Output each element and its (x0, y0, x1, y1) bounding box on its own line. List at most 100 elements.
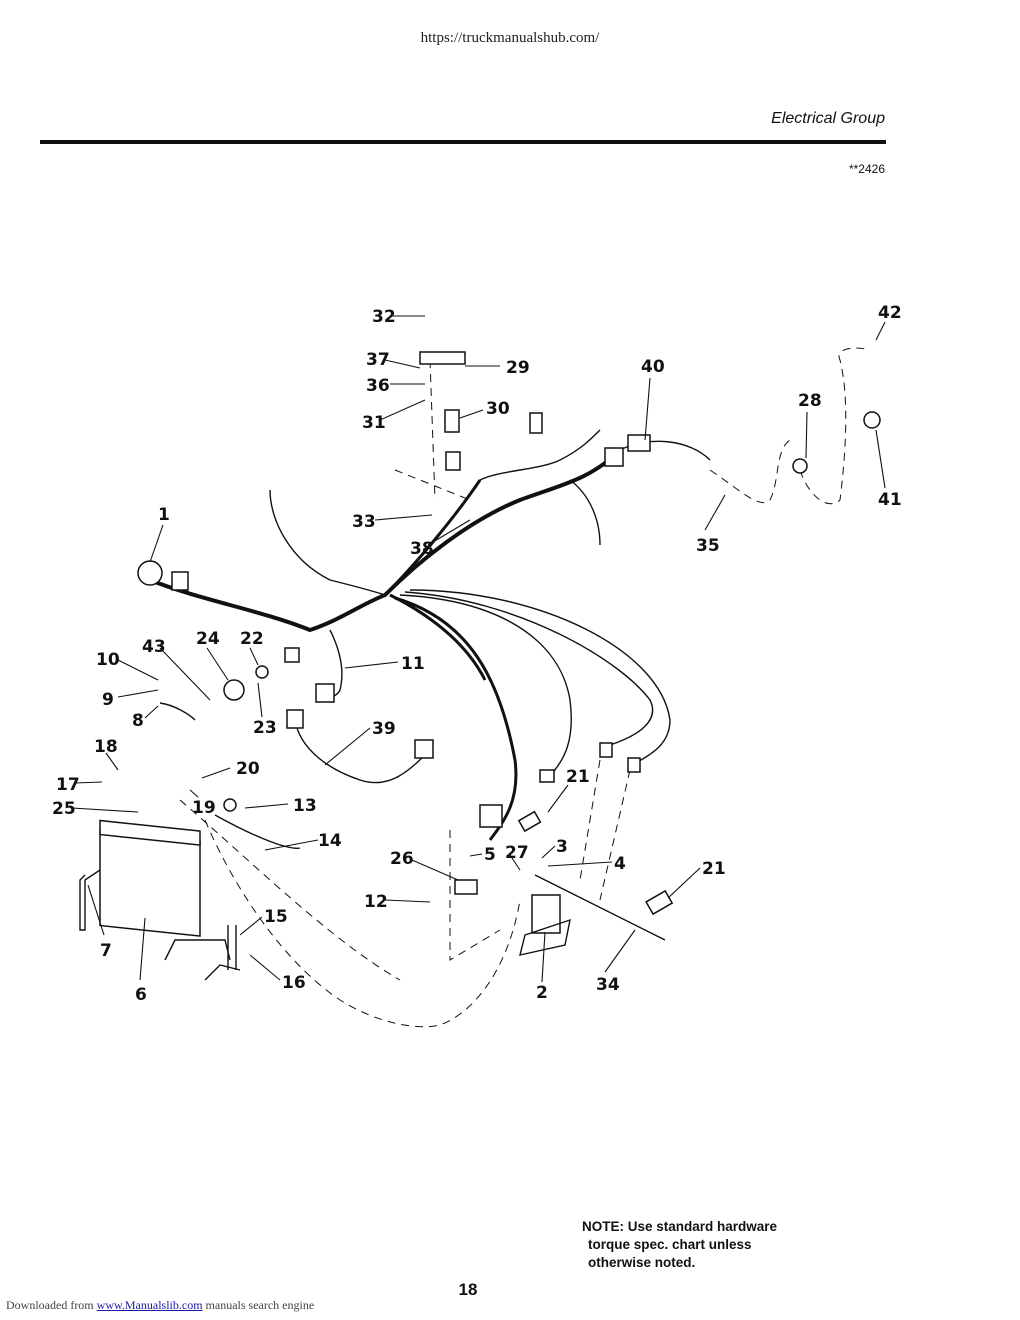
leader-33 (374, 514, 433, 521)
callout-20: 20 (236, 759, 260, 779)
leader-12 (384, 899, 431, 903)
cable-14 (214, 814, 301, 849)
callout-2: 2 (536, 983, 548, 1003)
header-rule (40, 140, 886, 144)
part-22-sensor (255, 665, 269, 679)
callout-41: 41 (878, 490, 902, 510)
leader-4 (547, 861, 613, 867)
boot-21-left (539, 769, 555, 783)
page-number: 18 (458, 1280, 478, 1299)
callout-5: 5 (484, 845, 496, 865)
callout-16: 16 (282, 973, 306, 993)
leader-10 (117, 659, 159, 681)
figure-code: **2426 (848, 162, 885, 176)
callout-35: 35 (696, 536, 720, 556)
harness-branch-e (409, 589, 671, 766)
callout-32: 32 (372, 307, 396, 327)
cable-down (569, 479, 601, 546)
leader-28 (805, 411, 808, 459)
callout-7: 7 (100, 941, 112, 961)
boot-b (627, 757, 641, 773)
hold-down-7 (79, 869, 101, 931)
callout-33: 33 (352, 512, 376, 532)
callout-10: 10 (96, 650, 120, 670)
leader-5 (469, 853, 483, 857)
leader-18 (105, 752, 119, 771)
source-url: https://truckmanualshub.com/ (420, 30, 600, 46)
solenoid-2 (531, 894, 561, 934)
footer-prefix: Downloaded from (6, 1298, 97, 1312)
leader-37 (384, 359, 421, 369)
terminal-13 (223, 798, 237, 812)
leader-27 (509, 854, 521, 871)
route-dash-9 (394, 469, 471, 501)
manualslib-link[interactable]: www.Manualslib.com (96, 1298, 203, 1312)
boot-21-mid (517, 810, 542, 833)
route-dash-6 (599, 769, 631, 901)
callout-17: 17 (56, 775, 80, 795)
callout-22: 22 (240, 629, 264, 649)
callout-28: 28 (798, 391, 822, 411)
route-dash-8 (429, 359, 436, 501)
route-dash-3 (709, 439, 791, 504)
leader-1 (149, 524, 164, 563)
leader-26 (411, 859, 459, 881)
route-dash-2 (179, 799, 401, 981)
callout-37: 37 (366, 350, 390, 370)
leader-42 (875, 321, 886, 341)
leader-19 (189, 789, 199, 798)
cable-8 (159, 702, 196, 721)
callout-18: 18 (94, 737, 118, 757)
route-dash-1 (204, 819, 521, 1028)
callout-42: 42 (878, 303, 902, 323)
battery-lid (99, 819, 201, 846)
connector-40b (627, 434, 651, 452)
leader-35 (704, 494, 726, 531)
leader-6 (139, 917, 146, 981)
leader-21-right (667, 867, 701, 899)
part-24-ring (223, 679, 245, 701)
leader-8 (144, 705, 159, 719)
leader-21-top (547, 784, 569, 813)
part-26-block (454, 879, 478, 895)
callout-43: 43 (142, 637, 166, 657)
harness-branch-upper (383, 479, 482, 597)
leader-11 (344, 661, 399, 669)
cable-top (479, 429, 601, 481)
grommet-28 (792, 458, 808, 474)
note-line-2: torque spec. chart unless (588, 1237, 752, 1252)
callout-12: 12 (364, 892, 388, 912)
connector-40a (604, 447, 624, 467)
leader-17 (74, 781, 103, 784)
solenoid-bracket (519, 918, 571, 956)
leader-13 (244, 803, 289, 809)
callout-24: 24 (196, 629, 220, 649)
connector-harness-end (284, 647, 300, 663)
boot-21-right (645, 889, 674, 916)
callout-21-right: 21 (702, 859, 726, 879)
leader-30 (459, 409, 484, 419)
callout-30: 30 (486, 399, 510, 419)
callout-39: 39 (372, 719, 396, 739)
leader-3 (541, 845, 556, 859)
cable-to-1 (269, 489, 386, 596)
callout-1: 1 (158, 505, 170, 525)
leader-22 (249, 647, 259, 666)
route-dash-7 (449, 830, 501, 961)
route-dash-5 (579, 759, 601, 881)
note-line-1: NOTE: Use standard hardware (582, 1219, 778, 1234)
leader-31 (379, 399, 426, 421)
callout-29: 29 (506, 358, 530, 378)
leader-16 (249, 954, 281, 981)
leader-25 (71, 807, 139, 813)
callout-19: 19 (192, 798, 216, 818)
leader-9 (117, 689, 159, 698)
leader-15 (239, 916, 263, 936)
callout-34: 34 (596, 975, 620, 995)
leader-34 (604, 929, 636, 973)
connector-30 (444, 409, 460, 433)
callout-31: 31 (362, 413, 386, 433)
hold-down-16 (164, 925, 241, 981)
callout-38: 38 (410, 539, 434, 559)
